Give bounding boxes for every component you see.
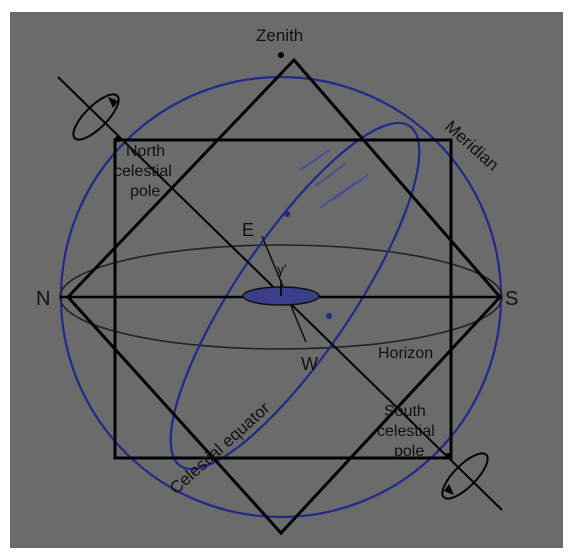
north-label: N (36, 288, 50, 310)
south-pole-rotation-arrow-icon (436, 447, 494, 505)
south-celestial-pole-label-line1: South (384, 403, 426, 420)
south-celestial-pole-label-line3: pole (394, 443, 424, 460)
equator-point-upper (284, 211, 290, 217)
horizon-label: Horizon (378, 345, 433, 362)
north-celestial-pole-label-line2: celestial (114, 163, 172, 180)
observer-label: γ' (277, 261, 287, 277)
south-pole-point (445, 453, 451, 459)
east-label: E (242, 220, 254, 240)
north-celestial-pole-label-line1: North (126, 143, 165, 160)
north-celestial-pole-label-line3: pole (130, 183, 160, 200)
south-label: S (505, 288, 518, 310)
north-pole-point (115, 136, 121, 142)
zenith-label: Zenith (256, 26, 303, 45)
west-label: W (301, 354, 318, 374)
zenith-point (278, 52, 284, 58)
celestial-equator-label: Celestial equator (166, 398, 274, 498)
south-celestial-pole-label-line2: celestial (377, 423, 435, 440)
equator-point-lower (326, 313, 332, 319)
